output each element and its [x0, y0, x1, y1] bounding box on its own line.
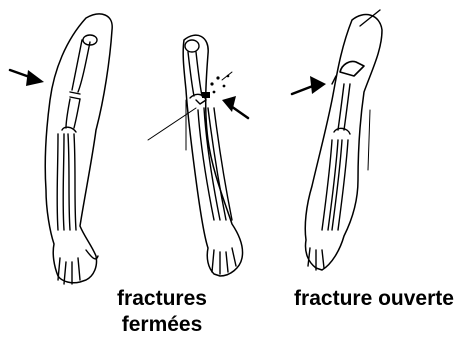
caption-closed-line2: fermées [92, 312, 232, 338]
arm-closed-forearm-fracture [148, 35, 248, 276]
arm-open-fracture [292, 10, 382, 270]
caption-open-fracture: fracture ouverte [272, 286, 476, 312]
caption-closed-fractures: fractures fermées [92, 286, 232, 338]
caption-closed-line1: fractures [92, 286, 232, 312]
arm-closed-humerus-fracture [10, 14, 112, 284]
caption-open-label: fracture ouverte [272, 286, 476, 312]
bone-fragment-icon [210, 75, 229, 94]
